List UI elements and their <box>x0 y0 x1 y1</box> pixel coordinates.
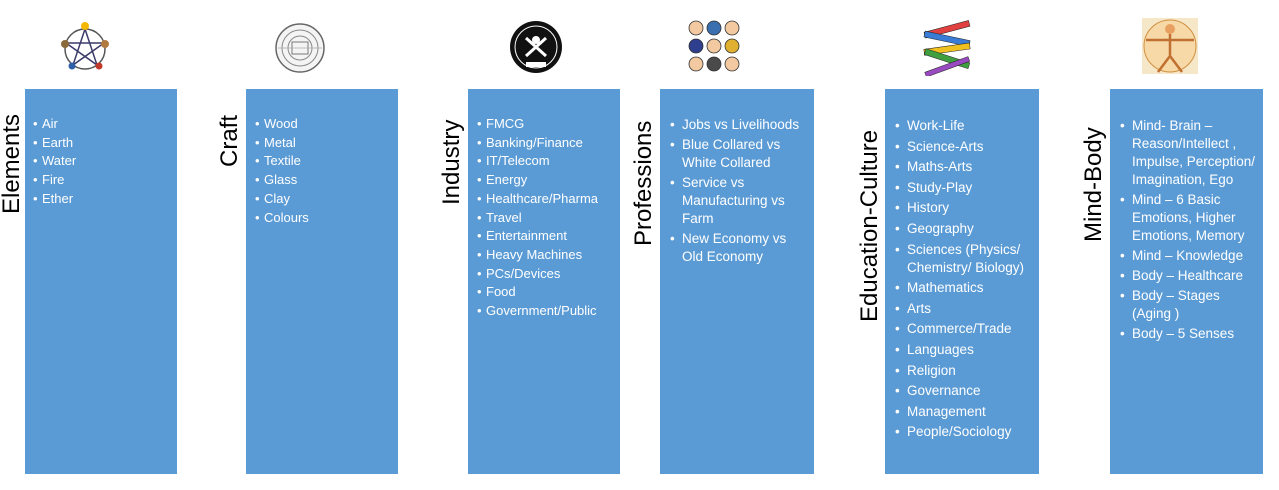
list-item: Mind – 6 Basic Emotions, Higher Emotions… <box>1110 191 1259 245</box>
list-item: Glass <box>255 171 398 190</box>
list-item: Body – 5 Senses <box>1110 325 1259 343</box>
list-item: Wood <box>255 115 398 134</box>
list-item: Heavy Machines <box>477 246 620 265</box>
list-item: History <box>885 199 1035 217</box>
craft-seal-icon <box>275 23 325 73</box>
list-item: PCs/Devices <box>477 265 620 284</box>
list-item: Ether <box>33 190 177 209</box>
panel-craft: Wood Metal Textile Glass Clay Colours <box>246 89 398 474</box>
list-item: Entertainment <box>477 227 620 246</box>
list-item: Fire <box>33 171 177 190</box>
list-item: People/Sociology <box>885 423 1035 441</box>
list-item: Earth <box>33 134 177 153</box>
list-item: Water <box>33 152 177 171</box>
list-item: Science-Arts <box>885 138 1035 156</box>
list-item: Metal <box>255 134 398 153</box>
panel-industry: FMCG Banking/Finance IT/Telecom Energy H… <box>468 89 620 474</box>
list-item: Body – Stages (Aging ) <box>1110 287 1259 323</box>
list-item: Mathematics <box>885 279 1035 297</box>
panel-mind-body: Mind- Brain – Reason/Intellect , Impulse… <box>1110 89 1263 474</box>
list-item: Management <box>885 403 1035 421</box>
list-item: Clay <box>255 190 398 209</box>
list-item: Air <box>33 115 177 134</box>
list-item: New Economy vs Old Economy <box>660 230 808 266</box>
column-title-craft: Craft <box>216 114 243 167</box>
column-title-professions: Professions <box>630 120 657 246</box>
list-item: Service vs Manufacturing vs Farm <box>660 174 808 228</box>
column-title-mind-body: Mind-Body <box>1080 127 1107 242</box>
list-item: Languages <box>885 341 1035 359</box>
list-item: Sciences (Physics/ Chemistry/ Biology) <box>885 241 1035 277</box>
list-item: Textile <box>255 152 398 171</box>
list-item: Blue Collared vs White Collared <box>660 136 808 172</box>
vitruvian-man-icon <box>1142 18 1198 74</box>
industry-emblem-icon <box>510 21 562 73</box>
list-item: Energy <box>477 171 620 190</box>
pentagram-elements-icon <box>61 22 109 70</box>
list-item: Mind- Brain – Reason/Intellect , Impulse… <box>1110 117 1259 189</box>
panel-elements: Air Earth Water Fire Ether <box>25 89 177 474</box>
list-item: FMCG <box>477 115 620 134</box>
list-item: Governance <box>885 382 1035 400</box>
list-item: Study-Play <box>885 179 1035 197</box>
column-title-elements: Elements <box>0 113 25 214</box>
list-item: Banking/Finance <box>477 134 620 153</box>
list-item: Maths-Arts <box>885 158 1035 176</box>
list-item: Healthcare/Pharma <box>477 190 620 209</box>
professions-people-icon <box>688 20 740 72</box>
column-title-industry: Industry <box>438 119 465 205</box>
list-item: Mind – Knowledge <box>1110 247 1259 265</box>
list-item: Colours <box>255 209 398 228</box>
list-item: Jobs vs Livelihoods <box>660 116 808 134</box>
list-item: Travel <box>477 209 620 228</box>
list-item: Work-Life <box>885 117 1035 135</box>
crayons-education-icon <box>923 20 971 76</box>
panel-professions: Jobs vs Livelihoods Blue Collared vs Whi… <box>660 89 814 474</box>
list-item: Commerce/Trade <box>885 320 1035 338</box>
list-item: Government/Public <box>477 302 620 321</box>
list-item: Arts <box>885 300 1035 318</box>
column-title-education-culture: Education-Culture <box>856 129 883 322</box>
panel-education-culture: Work-Life Science-Arts Maths-Arts Study-… <box>885 89 1039 474</box>
list-item: Body – Healthcare <box>1110 267 1259 285</box>
list-item: Geography <box>885 220 1035 238</box>
list-item: IT/Telecom <box>477 152 620 171</box>
list-item: Religion <box>885 362 1035 380</box>
list-item: Food <box>477 283 620 302</box>
